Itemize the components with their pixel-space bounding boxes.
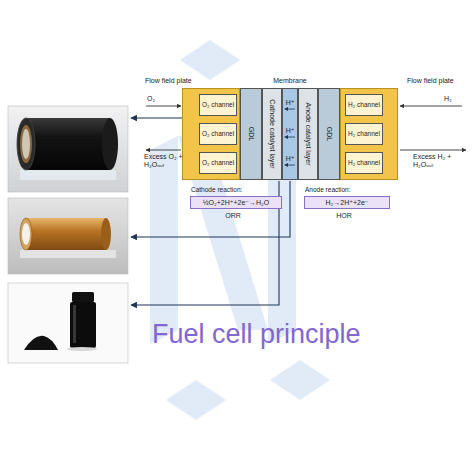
annotation-label: HOR bbox=[336, 212, 352, 220]
reaction-box: Cathode reaction:½O₂+2H⁺+2e⁻→H₂O bbox=[190, 196, 282, 209]
proton-arrowhead bbox=[284, 135, 288, 139]
proton-arrow bbox=[287, 137, 295, 138]
catalyst-powder-photo bbox=[8, 283, 128, 363]
node-text: Anode reaction: bbox=[305, 186, 351, 193]
node-text: O₂ channel bbox=[201, 130, 235, 137]
watermark-logo bbox=[150, 40, 330, 420]
node-text: ½O₂+2H⁺+2e⁻→H₂O bbox=[191, 199, 281, 207]
proton-arrow bbox=[287, 165, 295, 166]
proton-arrowhead bbox=[284, 163, 288, 167]
node-text: O₂ channel bbox=[201, 101, 235, 108]
node-text: O₂ channel bbox=[201, 159, 235, 166]
node-text: H₂ channel bbox=[347, 159, 381, 166]
gas-channel: H₂ channel bbox=[345, 123, 383, 145]
flow-field-plate: Flow field plateO₂ channelO₂ channelO₂ c… bbox=[182, 88, 240, 180]
catalyst-layer: Anode catalyst layer bbox=[298, 88, 318, 180]
node-text: Flow field plate bbox=[145, 77, 192, 85]
node-text: Cathode reaction: bbox=[191, 186, 242, 193]
node-text: H₂ channel bbox=[347, 101, 381, 108]
annotation-label: Excess O₂ + H₂Oₒᵤₜ bbox=[144, 153, 184, 168]
node-text: H₂ channel bbox=[347, 130, 381, 137]
node-text: GDL bbox=[247, 127, 255, 141]
reaction-box: Anode reaction:H₂→2H⁺+2e⁻ bbox=[304, 196, 390, 209]
node-text: GDL bbox=[325, 127, 333, 141]
flow-field-plate: Flow field plateH₂ channelH₂ channelH₂ c… bbox=[340, 88, 398, 180]
membrane-roll-photo bbox=[8, 198, 128, 274]
gas-channel: H₂ channel bbox=[345, 152, 383, 174]
node-text: H₂→2H⁺+2e⁻ bbox=[305, 199, 389, 207]
annotation-label: H⁺ bbox=[286, 127, 295, 135]
diagram-title: Fuel cell principle bbox=[152, 320, 361, 350]
gas-channel: O₂ channel bbox=[199, 123, 237, 145]
node-text: Cathode catalyst layer bbox=[268, 99, 276, 168]
annotation-label: H⁺ bbox=[286, 155, 295, 163]
gas-channel: H₂ channel bbox=[345, 94, 383, 116]
annotation-label: ORR bbox=[225, 212, 241, 220]
annotation-label: H⁺ bbox=[286, 99, 295, 107]
annotation-label: O₂ bbox=[147, 95, 155, 103]
carbon-paper-roll-photo bbox=[8, 106, 128, 192]
node-text: Anode catalyst layer bbox=[304, 102, 312, 165]
catalyst-layer: Cathode catalyst layer bbox=[262, 88, 282, 180]
proton-arrow bbox=[287, 109, 295, 110]
gas-diffusion-layer: GDL bbox=[240, 88, 262, 180]
gas-channel: O₂ channel bbox=[199, 152, 237, 174]
node-text: Flow field plate bbox=[407, 77, 454, 85]
gas-diffusion-layer: GDL bbox=[318, 88, 340, 180]
proton-arrowhead bbox=[284, 107, 288, 111]
annotation-label: H₂ bbox=[444, 95, 452, 103]
gas-channel: O₂ channel bbox=[199, 94, 237, 116]
node-text: Membrane bbox=[273, 77, 306, 85]
annotation-label: Excess H₂ + H₂Oₒᵤₜ bbox=[413, 153, 465, 168]
